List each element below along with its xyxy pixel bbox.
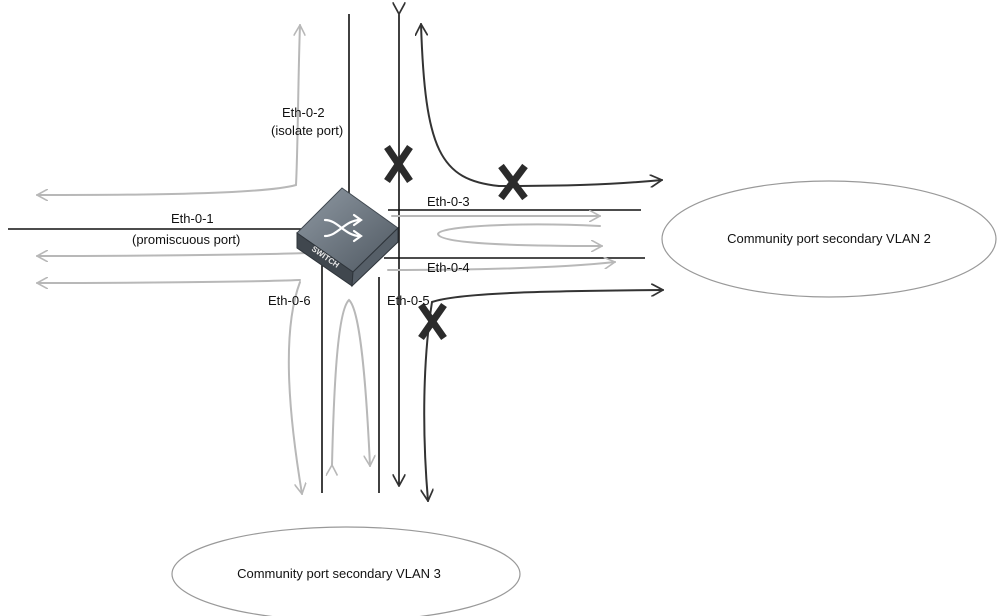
eth-0-5-label: Eth-0-5 xyxy=(387,293,430,308)
dark-arrow-right-upper xyxy=(498,180,662,186)
blocked-x-icon xyxy=(418,302,447,341)
vlan-2-label: Community port secondary VLAN 2 xyxy=(727,231,931,246)
vlan-2-group: Community port secondary VLAN 2 xyxy=(661,180,997,298)
blocked-x-icon xyxy=(498,163,528,201)
blocked-x-icon xyxy=(384,145,413,183)
block-marks xyxy=(384,145,528,341)
port-lines xyxy=(8,14,645,493)
switch-icon: SWITCH xyxy=(296,187,399,288)
community-traffic-arrows xyxy=(421,24,663,501)
eth-0-1-label: Eth-0-1 xyxy=(171,211,214,226)
eth-0-3-label: Eth-0-3 xyxy=(427,194,470,209)
vlan-2-ellipse xyxy=(661,180,997,298)
gray-arrow-up-left xyxy=(296,25,300,186)
eth-0-2-label: Eth-0-2 xyxy=(282,105,325,120)
vlan-3-ellipse xyxy=(171,526,521,616)
gray-loop-eth03-return xyxy=(436,223,602,246)
gray-arrow-left-lower xyxy=(37,280,301,283)
gray-arrow-down-left xyxy=(287,281,302,494)
vlan-3-group: Community port secondary VLAN 3 xyxy=(171,526,521,616)
promiscuous-traffic-arrows xyxy=(37,25,615,494)
eth-0-4-label: Eth-0-4 xyxy=(427,260,470,275)
dark-arrow-right-lower xyxy=(431,290,663,303)
eth-0-1-role-label: (promiscuous port) xyxy=(132,232,240,247)
dark-arrow-up-right xyxy=(421,24,500,187)
gray-arrow-left-middle xyxy=(37,253,309,256)
eth-0-6-label: Eth-0-6 xyxy=(268,293,311,308)
gray-arrow-right-eth04 xyxy=(387,262,615,271)
gray-arrow-left-upper xyxy=(37,184,297,195)
vlan-3-label: Community port secondary VLAN 3 xyxy=(237,566,441,581)
eth-0-2-role-label: (isolate port) xyxy=(271,123,343,138)
gray-loop-eth06-return xyxy=(332,298,370,466)
switch-arrows-icon xyxy=(323,213,363,243)
